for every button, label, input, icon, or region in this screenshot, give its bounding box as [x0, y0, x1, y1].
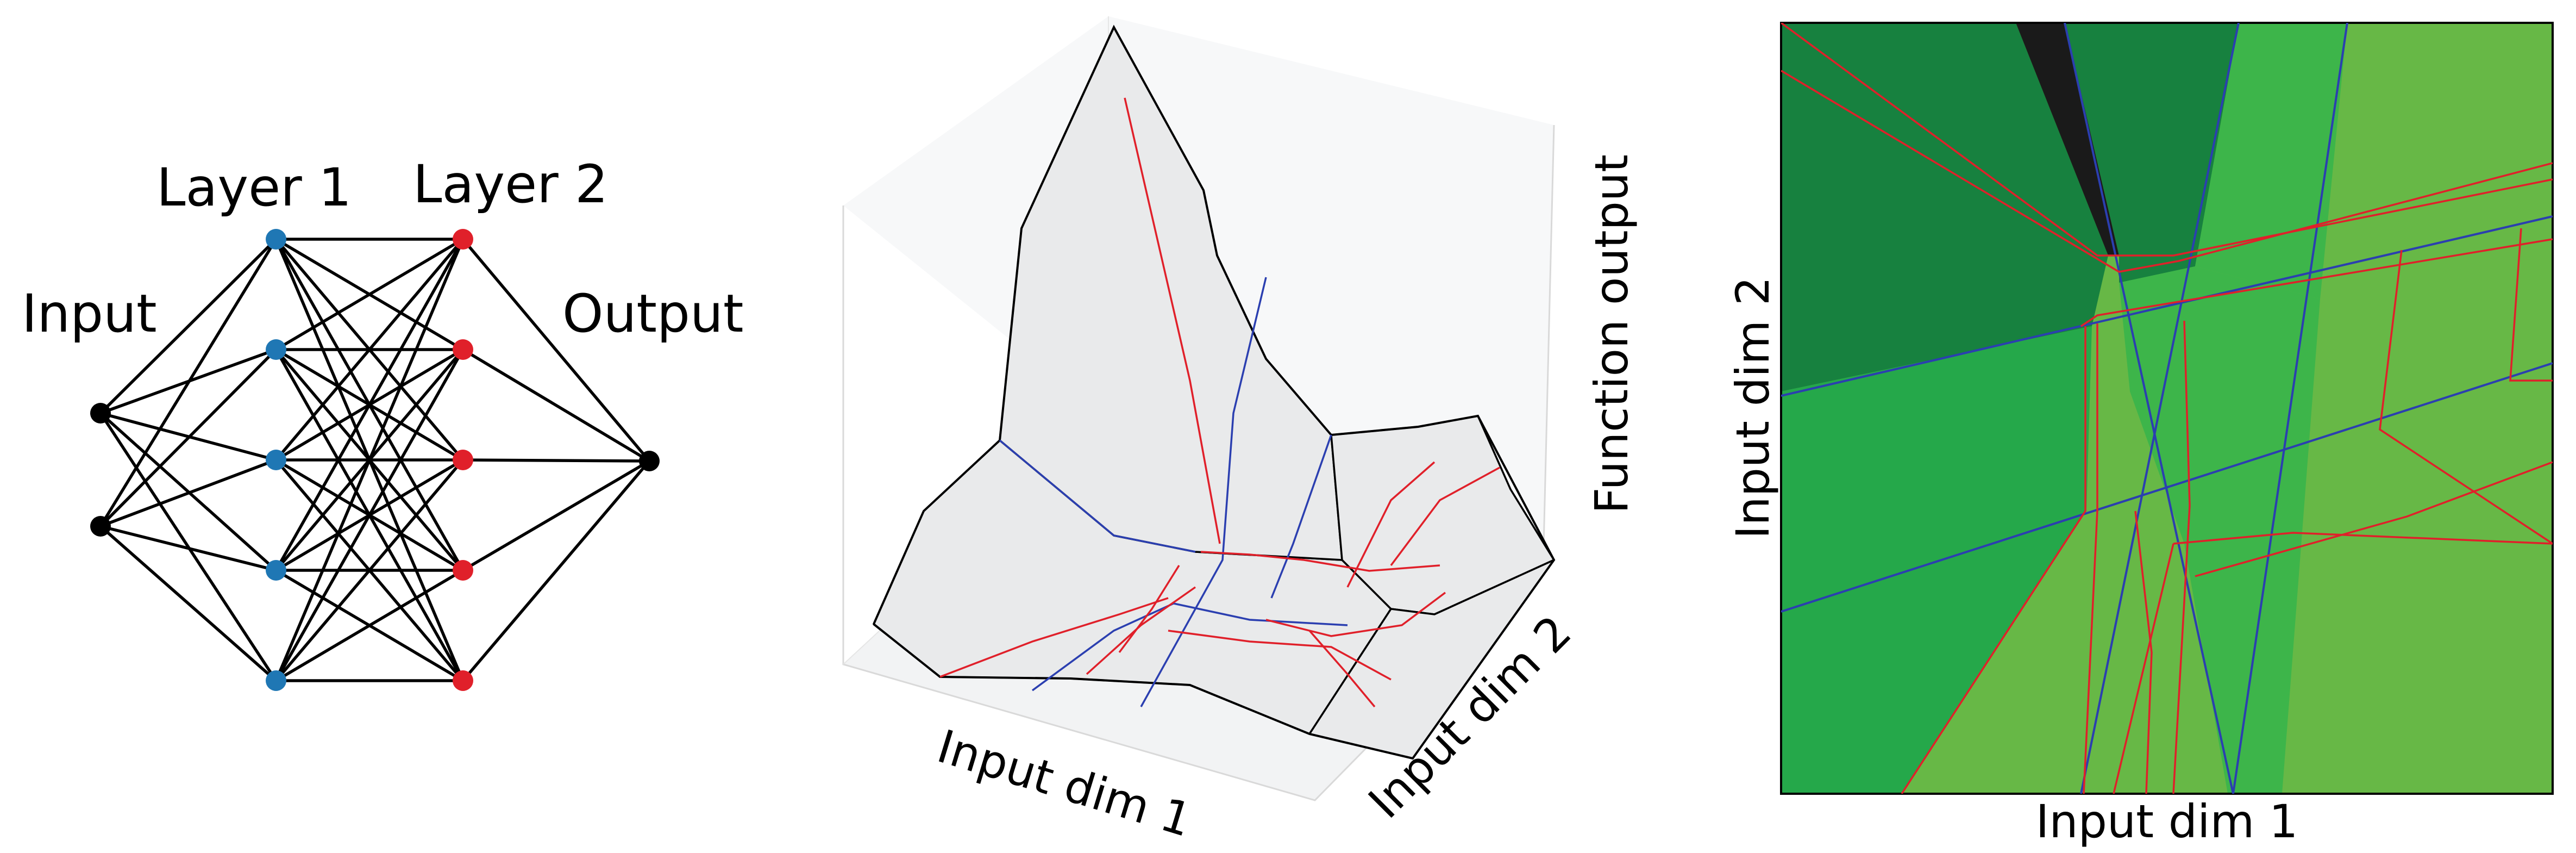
- region-fill: [1781, 23, 2108, 391]
- network-edges: [99, 238, 651, 682]
- network-nodes: [90, 229, 660, 691]
- region-boundary-line: [2113, 543, 2174, 794]
- region-boundary-line: [2509, 228, 2553, 382]
- network-edge: [461, 238, 651, 462]
- network-edge: [274, 238, 465, 571]
- network-edge: [99, 238, 277, 414]
- network-edge: [274, 238, 465, 461]
- output-node: [639, 451, 660, 471]
- output-label: Output: [562, 283, 743, 344]
- region-boundary-line: [2080, 238, 2553, 327]
- region-boundary-line: [2379, 250, 2553, 545]
- region-layer2-boundaries: [1781, 23, 2553, 794]
- region-fill: [1781, 511, 2086, 794]
- layer1-node: [266, 670, 286, 691]
- surface-outline: [873, 24, 1556, 760]
- network-edge: [462, 348, 650, 463]
- network-edge: [275, 238, 464, 351]
- region-fill: [2065, 23, 2239, 283]
- region-fill: [2195, 23, 2347, 299]
- input-node: [90, 516, 111, 537]
- layer2-label: Layer 2: [413, 154, 608, 215]
- region-boundary-line: [2064, 23, 2234, 794]
- surface-box-edge: [842, 124, 1555, 801]
- region-boundary-line: [2172, 320, 2191, 794]
- network-edge: [100, 525, 277, 572]
- region-boundary-line: [2134, 510, 2153, 794]
- surface-fold-line: [1124, 97, 1221, 544]
- region-map-frame: [1780, 22, 2554, 795]
- layer1-node: [266, 339, 286, 360]
- network-edge: [99, 348, 277, 527]
- input-node: [90, 403, 111, 424]
- region-boundary-line: [1781, 215, 2553, 397]
- network-diagram: Input Layer 1 Layer 2 Output: [22, 154, 743, 691]
- surface-fold-line: [1270, 434, 1332, 599]
- region-fill: [2119, 266, 2320, 794]
- layer2-node: [453, 339, 473, 360]
- network-edge: [99, 238, 278, 527]
- layer1-label: Layer 1: [156, 157, 352, 218]
- layer2-node: [453, 560, 473, 581]
- surface-fold-line: [1168, 630, 1392, 681]
- layer2-node: [453, 450, 473, 470]
- region-boundary-line: [2232, 23, 2348, 794]
- surface-zlabel: Function output: [1585, 154, 1638, 514]
- layer1-node: [266, 560, 286, 581]
- surface-fold-line: [1200, 551, 1440, 572]
- region-boundary-line: [2173, 532, 2553, 545]
- region-ylabel: Input dim 2: [1726, 277, 1779, 539]
- surface-fold-line: [1118, 565, 1180, 653]
- network-edge: [461, 460, 651, 682]
- surface-fold-line: [1390, 466, 1500, 566]
- network-edge: [274, 348, 465, 682]
- region-boundary-line: [1781, 23, 2553, 257]
- surface-fold-line: [999, 439, 1196, 553]
- network-edge: [100, 458, 277, 528]
- region-boundary-line: [1901, 326, 2086, 794]
- surface-fold-line: [1265, 592, 1446, 637]
- layer1-node: [266, 229, 286, 250]
- network-edge: [274, 459, 465, 682]
- region-xlabel: Input dim 1: [2036, 795, 2298, 848]
- layer2-node: [453, 670, 473, 691]
- network-edge: [99, 525, 277, 682]
- region-layer1-boundaries: [1781, 23, 2553, 794]
- input-label: Input: [22, 283, 157, 344]
- network-edge: [462, 458, 650, 463]
- layer1-node: [266, 450, 286, 470]
- region-map: Input dim 1 Input dim 2: [1726, 22, 2554, 848]
- network-edge: [462, 459, 650, 572]
- region-boundary-line: [1781, 70, 2553, 273]
- surface-fold-line: [1346, 461, 1436, 588]
- surface-layer2-folds: [939, 97, 1500, 708]
- surface-plot: Input dim 1 Input dim 2 Function output: [842, 16, 1638, 847]
- surface-fold-line: [1308, 630, 1376, 708]
- layer2-node: [453, 229, 473, 250]
- network-edge: [275, 569, 464, 682]
- surface-fold-line: [939, 597, 1169, 678]
- region-boundary-line: [2080, 23, 2240, 794]
- region-fill: [2016, 23, 2119, 256]
- network-edge: [274, 238, 465, 682]
- region-fill: [1781, 326, 2092, 612]
- region-boundary-line: [2083, 323, 2098, 794]
- region-boundary-line: [2195, 461, 2553, 577]
- surface-fold-line: [1086, 586, 1196, 675]
